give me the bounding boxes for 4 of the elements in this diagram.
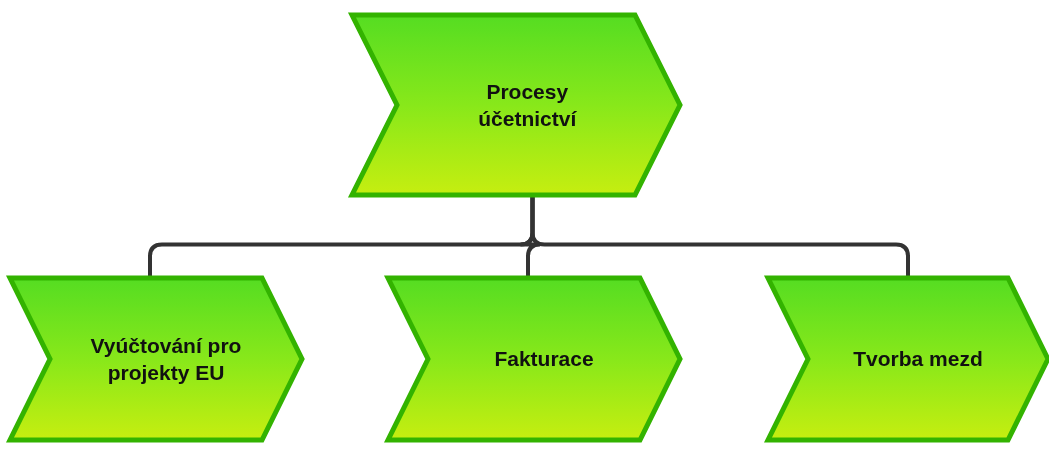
process-label: Procesy účetnictví xyxy=(477,78,578,132)
process-label: Fakturace xyxy=(493,346,594,373)
process-label: Tvorba mezd xyxy=(852,346,983,373)
process-label: Vyúčtování pro projekty EU xyxy=(89,332,243,386)
